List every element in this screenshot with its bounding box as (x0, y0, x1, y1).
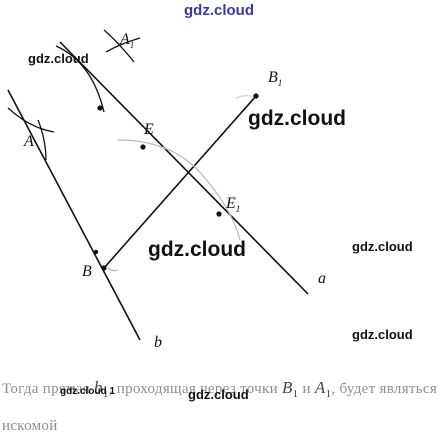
arc-a1-a (55, 45, 105, 113)
point-b1 (253, 93, 259, 99)
label-b: B (82, 263, 92, 280)
construction-figure: A1 A B1 B E E1 a b (7, 29, 326, 351)
arc-green-b1 (235, 95, 255, 99)
watermark-big-center-right: gdz.cloud (248, 107, 346, 130)
point-a-on-a (97, 105, 103, 111)
line-b1 (103, 95, 257, 269)
point-on-b (93, 249, 99, 255)
watermark-bottom-center: gdz.cloud (188, 387, 249, 402)
label-a1: A1 (119, 31, 134, 50)
line-b (7, 89, 141, 341)
point-b (101, 265, 107, 271)
point-e1 (216, 211, 222, 217)
watermark-top: gdz.cloud (184, 2, 254, 19)
watermark-bottom-left: gdz.cloud 1 (60, 386, 115, 397)
arc-a-cross-2 (37, 119, 47, 161)
label-b1: B1 (268, 69, 282, 88)
point-e (140, 144, 146, 150)
label-e1: E1 (225, 195, 240, 214)
caption-text: Тогда прямая b1, проходящая через точки … (2, 378, 438, 434)
label-line-a: a (318, 270, 326, 287)
label-e: E (143, 121, 154, 138)
arc-a1-cross-2 (105, 37, 141, 53)
arc-a1-cross-1 (103, 29, 135, 63)
watermark-right-2: gdz.cloud (352, 327, 413, 342)
label-a: A (23, 133, 34, 150)
arc-a-cross-1 (7, 107, 55, 133)
arc-green-b (107, 267, 119, 272)
arc-e-e1 (117, 139, 241, 241)
line-a (59, 41, 309, 295)
label-line-b: b (154, 334, 162, 351)
watermark-small-left: gdz.cloud (28, 51, 89, 66)
watermark-right-1: gdz.cloud (352, 239, 413, 254)
watermark-big-center: gdz.cloud (148, 238, 246, 261)
